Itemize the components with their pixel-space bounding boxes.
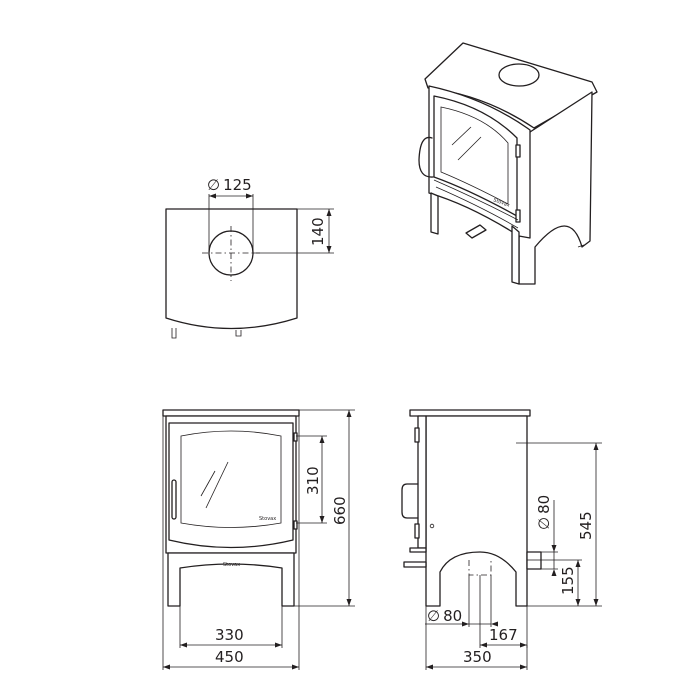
svg-text:Stovax: Stovax — [223, 562, 240, 568]
front-door-handle — [171, 479, 177, 520]
side-air-diameter-label: ∅80 — [427, 607, 462, 625]
front-door-glass — [180, 430, 282, 528]
side-view: 545 ∅80 155 ∅80 167 — [401, 409, 602, 670]
front-width-label: 450 — [215, 648, 244, 666]
iso-door-glass — [440, 106, 509, 205]
side-top-plate — [409, 409, 531, 417]
svg-text:Stovax: Stovax — [259, 516, 276, 522]
side-depth-label: 350 — [463, 648, 492, 666]
iso-flue-collar — [498, 63, 540, 87]
front-top-plate — [162, 409, 300, 417]
top-flue-offset-label: 140 — [309, 217, 327, 246]
iso-side-panel — [518, 91, 593, 285]
front-view: Stovax Stovax 310 660 330 — [162, 409, 355, 670]
top-view-outline — [165, 208, 298, 330]
side-door-handle — [401, 483, 419, 519]
side-outlet-height-label: 155 — [559, 566, 577, 595]
side-flue-height-label: 545 — [577, 511, 595, 540]
top-view: ∅125 140 — [165, 176, 334, 339]
front-door — [168, 422, 294, 549]
front-door-height-label: 310 — [304, 466, 322, 495]
svg-text:Stovax: Stovax — [492, 197, 510, 209]
isometric-view: Stovax — [418, 42, 598, 285]
top-flue-diameter-label: ∅125 — [207, 176, 252, 194]
front-leg-spacing-label: 330 — [215, 626, 244, 644]
side-air-offset-label: 167 — [489, 626, 518, 644]
side-body — [425, 415, 528, 607]
front-height-label: 660 — [331, 496, 349, 525]
iso-door-handle — [418, 136, 434, 178]
side-outlet-diameter-label: ∅80 — [535, 495, 553, 530]
